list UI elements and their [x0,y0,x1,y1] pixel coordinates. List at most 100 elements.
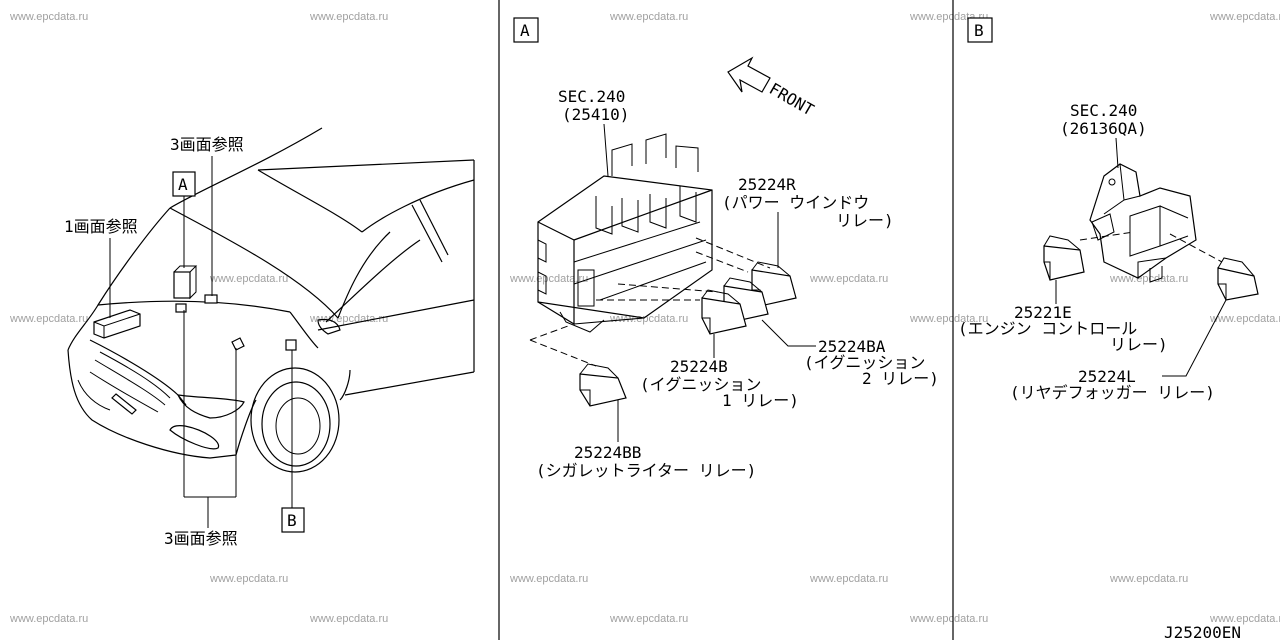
drawing-stroke [1162,299,1227,377]
drawing-stroke [617,283,719,293]
car-fog-lamp [169,425,220,450]
part-name-25224b: (イグニッション [640,375,761,394]
part-name-25224bb: (シガレットライター リレー) [536,461,756,480]
car-grille [89,339,187,406]
car-overview [67,127,475,473]
car-front [67,349,237,459]
car-fender [289,311,319,349]
relay-box-a [173,271,191,299]
watermark: www.epcdata.ru [9,313,88,325]
drawing-stroke [1043,245,1085,281]
watermark: www.epcdata.ru [309,313,388,325]
part-number-25224bb: 25224BB [574,443,641,462]
watermark: www.epcdata.ru [909,313,988,325]
watermark: www.epcdata.ru [809,573,888,585]
drawing-stroke [559,311,605,333]
car-beltline [317,299,475,331]
watermark: www.epcdata.ru [509,573,588,585]
relay-box-left [93,309,141,339]
drawing-stroke [1159,205,1189,247]
car-rim [275,397,321,455]
sec-code-label: (25410) [562,105,629,124]
drawing-stroke [1129,205,1161,257]
drawing-stroke [1169,233,1223,263]
drawing-stroke [573,317,645,325]
drawing-stroke [701,289,741,334]
drawing-stroke [603,123,609,177]
panel-b-tag-box [967,17,993,43]
part-number-25224r: 25224R [738,175,796,194]
sec-ref-label: SEC.240 [558,87,625,106]
tag-b-label: B [287,511,297,530]
ref-label-left: 1画面参照 [64,217,138,236]
car-door-line [344,371,475,396]
part-number-25224l: 25224L [1078,367,1136,386]
drawing-stroke [579,363,619,406]
drawing-stroke [1079,231,1135,241]
watermark: www.epcdata.ru [809,273,888,285]
car-outline [361,179,475,233]
part-name-25224ba: (イグニッション [804,353,925,372]
car-grille [99,351,171,399]
drawing-stroke [1115,137,1119,169]
watermark: www.epcdata.ru [1209,11,1280,23]
watermark: www.epcdata.ru [9,613,88,625]
ref-label-bottom: 3画面参照 [164,529,238,548]
tag-a-label: A [178,175,188,194]
car-bumper [235,399,257,456]
watermark: www.epcdata.ru [9,11,88,23]
relay-25221e [1043,235,1085,281]
part-name-25224r-2: リレー) [836,211,894,230]
drawing-stroke [701,297,747,335]
watermark: www.epcdata.ru [1209,313,1280,325]
drawing-stroke [573,221,707,301]
relay-box-b [285,339,297,351]
drawing-stroke [1137,257,1167,283]
panel-b: B SEC.240 (26136QA) 25221E (エンジン コントロール … [958,17,1259,402]
drawing-stroke [1108,178,1116,186]
watermark-layer: www.epcdata.ru www.epcdata.ru www.epcdat… [9,11,1280,625]
part-name-25221e-2: リレー) [1110,335,1168,354]
panel-a: A FRONT SEC.240 (25410) [513,17,939,480]
car-front-detail [77,379,111,411]
car-window [325,239,421,323]
car-outline [257,169,363,233]
drawing-stroke [537,221,575,326]
car-hood [67,207,171,351]
part-number-25224ba: 25224BA [818,337,886,356]
drawing-stroke [1089,163,1197,279]
car-emblem [111,393,137,415]
drawing-stroke [1217,267,1259,301]
drawing-stroke [577,269,595,307]
drawing-stroke [1103,163,1141,215]
drawing-stroke [1091,213,1115,241]
drawing-stroke [579,373,627,407]
drawing-stroke [537,239,547,295]
front-arrow-icon [727,56,771,93]
drawing-stroke [695,251,749,273]
part-name-25224ba-2: 2 リレー) [862,369,939,388]
watermark: www.epcdata.ru [609,613,688,625]
drawing-stroke [695,237,771,269]
relay-small [175,303,187,313]
relay-block [537,133,713,333]
drawing-stroke [1217,257,1255,300]
car-outline [419,199,449,256]
drawing-stroke [611,133,699,176]
drawing-stroke [573,189,713,241]
drawing-stroke [595,186,697,235]
car-rocker [339,369,351,401]
watermark: www.epcdata.ru [209,273,288,285]
sec-code-label-b: (26136QA) [1060,119,1147,138]
relay-25224bb [579,363,627,407]
panel-b-tag: B [974,21,984,40]
ref-label-top: 3画面参照 [170,135,244,154]
relay-25224b [701,289,747,335]
watermark: www.epcdata.ru [309,613,388,625]
panel-a-tag: A [520,21,530,40]
car-headlight [176,394,245,419]
relay-25224l [1217,257,1259,301]
car-outline [169,127,323,209]
drawing-stroke [1043,235,1081,280]
car-grille [89,371,159,413]
